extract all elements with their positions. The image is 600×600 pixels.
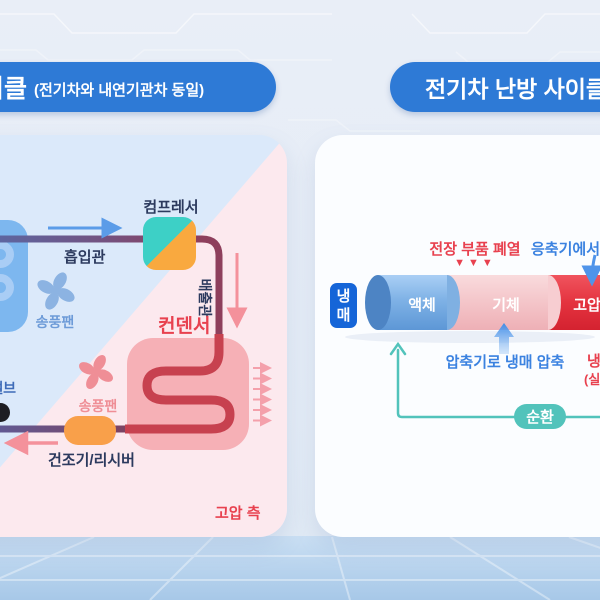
condenser-serpentine-coil [125, 334, 235, 434]
segment-gas-label: 기체 [492, 297, 520, 314]
blower-fan-pink-icon [79, 355, 113, 389]
heating-cycle-panel [315, 135, 600, 537]
circulation-badge: 순환 [514, 404, 566, 429]
compressor-label: 컴프레서 [143, 199, 199, 216]
segment-high-pressure-label: 고압 [573, 297, 600, 314]
title-right-text: 전기차 난방 사이클 [425, 76, 600, 102]
waste-heat-triangles: ▼▼▼ [454, 257, 496, 269]
title-left-sub: (전기차와 내연기관차 동일) [34, 82, 205, 99]
cylinder-shadow [345, 331, 595, 343]
expansion-valve-label: 밸브 [0, 380, 16, 396]
expansion-valve-dot [0, 403, 10, 422]
evaporator-coil-icon [0, 241, 14, 268]
right-red-text-line1: 냉 [587, 353, 600, 370]
from-condenser-label: 응축기에서 [531, 241, 600, 258]
refrigerant-badge: 냉매 [330, 283, 357, 328]
segment-liquid-label: 액체 [408, 297, 436, 314]
suction-pipe-label: 흡입관 [64, 249, 106, 266]
right-red-text-line2: (실 [584, 372, 600, 387]
ac-cycle-panel [0, 135, 287, 537]
condenser-down-arrow [581, 254, 600, 287]
title-left-main: 이클 [0, 75, 28, 103]
high-pressure-side-label: 고압 측 [215, 505, 261, 522]
suction-discharge-pipe [0, 235, 223, 340]
dryer-receiver-label: 건조기/리시버 [48, 452, 135, 469]
title-right-pill: 전기차 난방 사이클 [390, 62, 600, 112]
title-left-pill: 이클 (전기차와 내연기관차 동일) [0, 62, 276, 112]
compress-label: 압축기로 냉매 압축 [445, 354, 565, 371]
refrigerant-cylinder [365, 275, 600, 330]
blower-fan-blue-icon [37, 272, 75, 310]
compressor-box [143, 217, 196, 270]
blower-fan-pink-label: 송풍팬 [78, 398, 118, 414]
background-circuit-traces [0, 13, 600, 132]
condenser-label: 컨덴서 [158, 316, 211, 337]
heat-radiation-arrows [253, 362, 272, 427]
floor-grid [0, 536, 600, 600]
waste-heat-label: 전장 부품 폐열 [429, 241, 521, 258]
blower-fan-blue-label: 송풍팬 [35, 314, 75, 330]
circulation-loop-line [389, 341, 600, 419]
compression-up-arrow [494, 323, 514, 354]
evaporator-coil-icon [0, 274, 14, 301]
dryer-receiver-box [64, 416, 116, 445]
